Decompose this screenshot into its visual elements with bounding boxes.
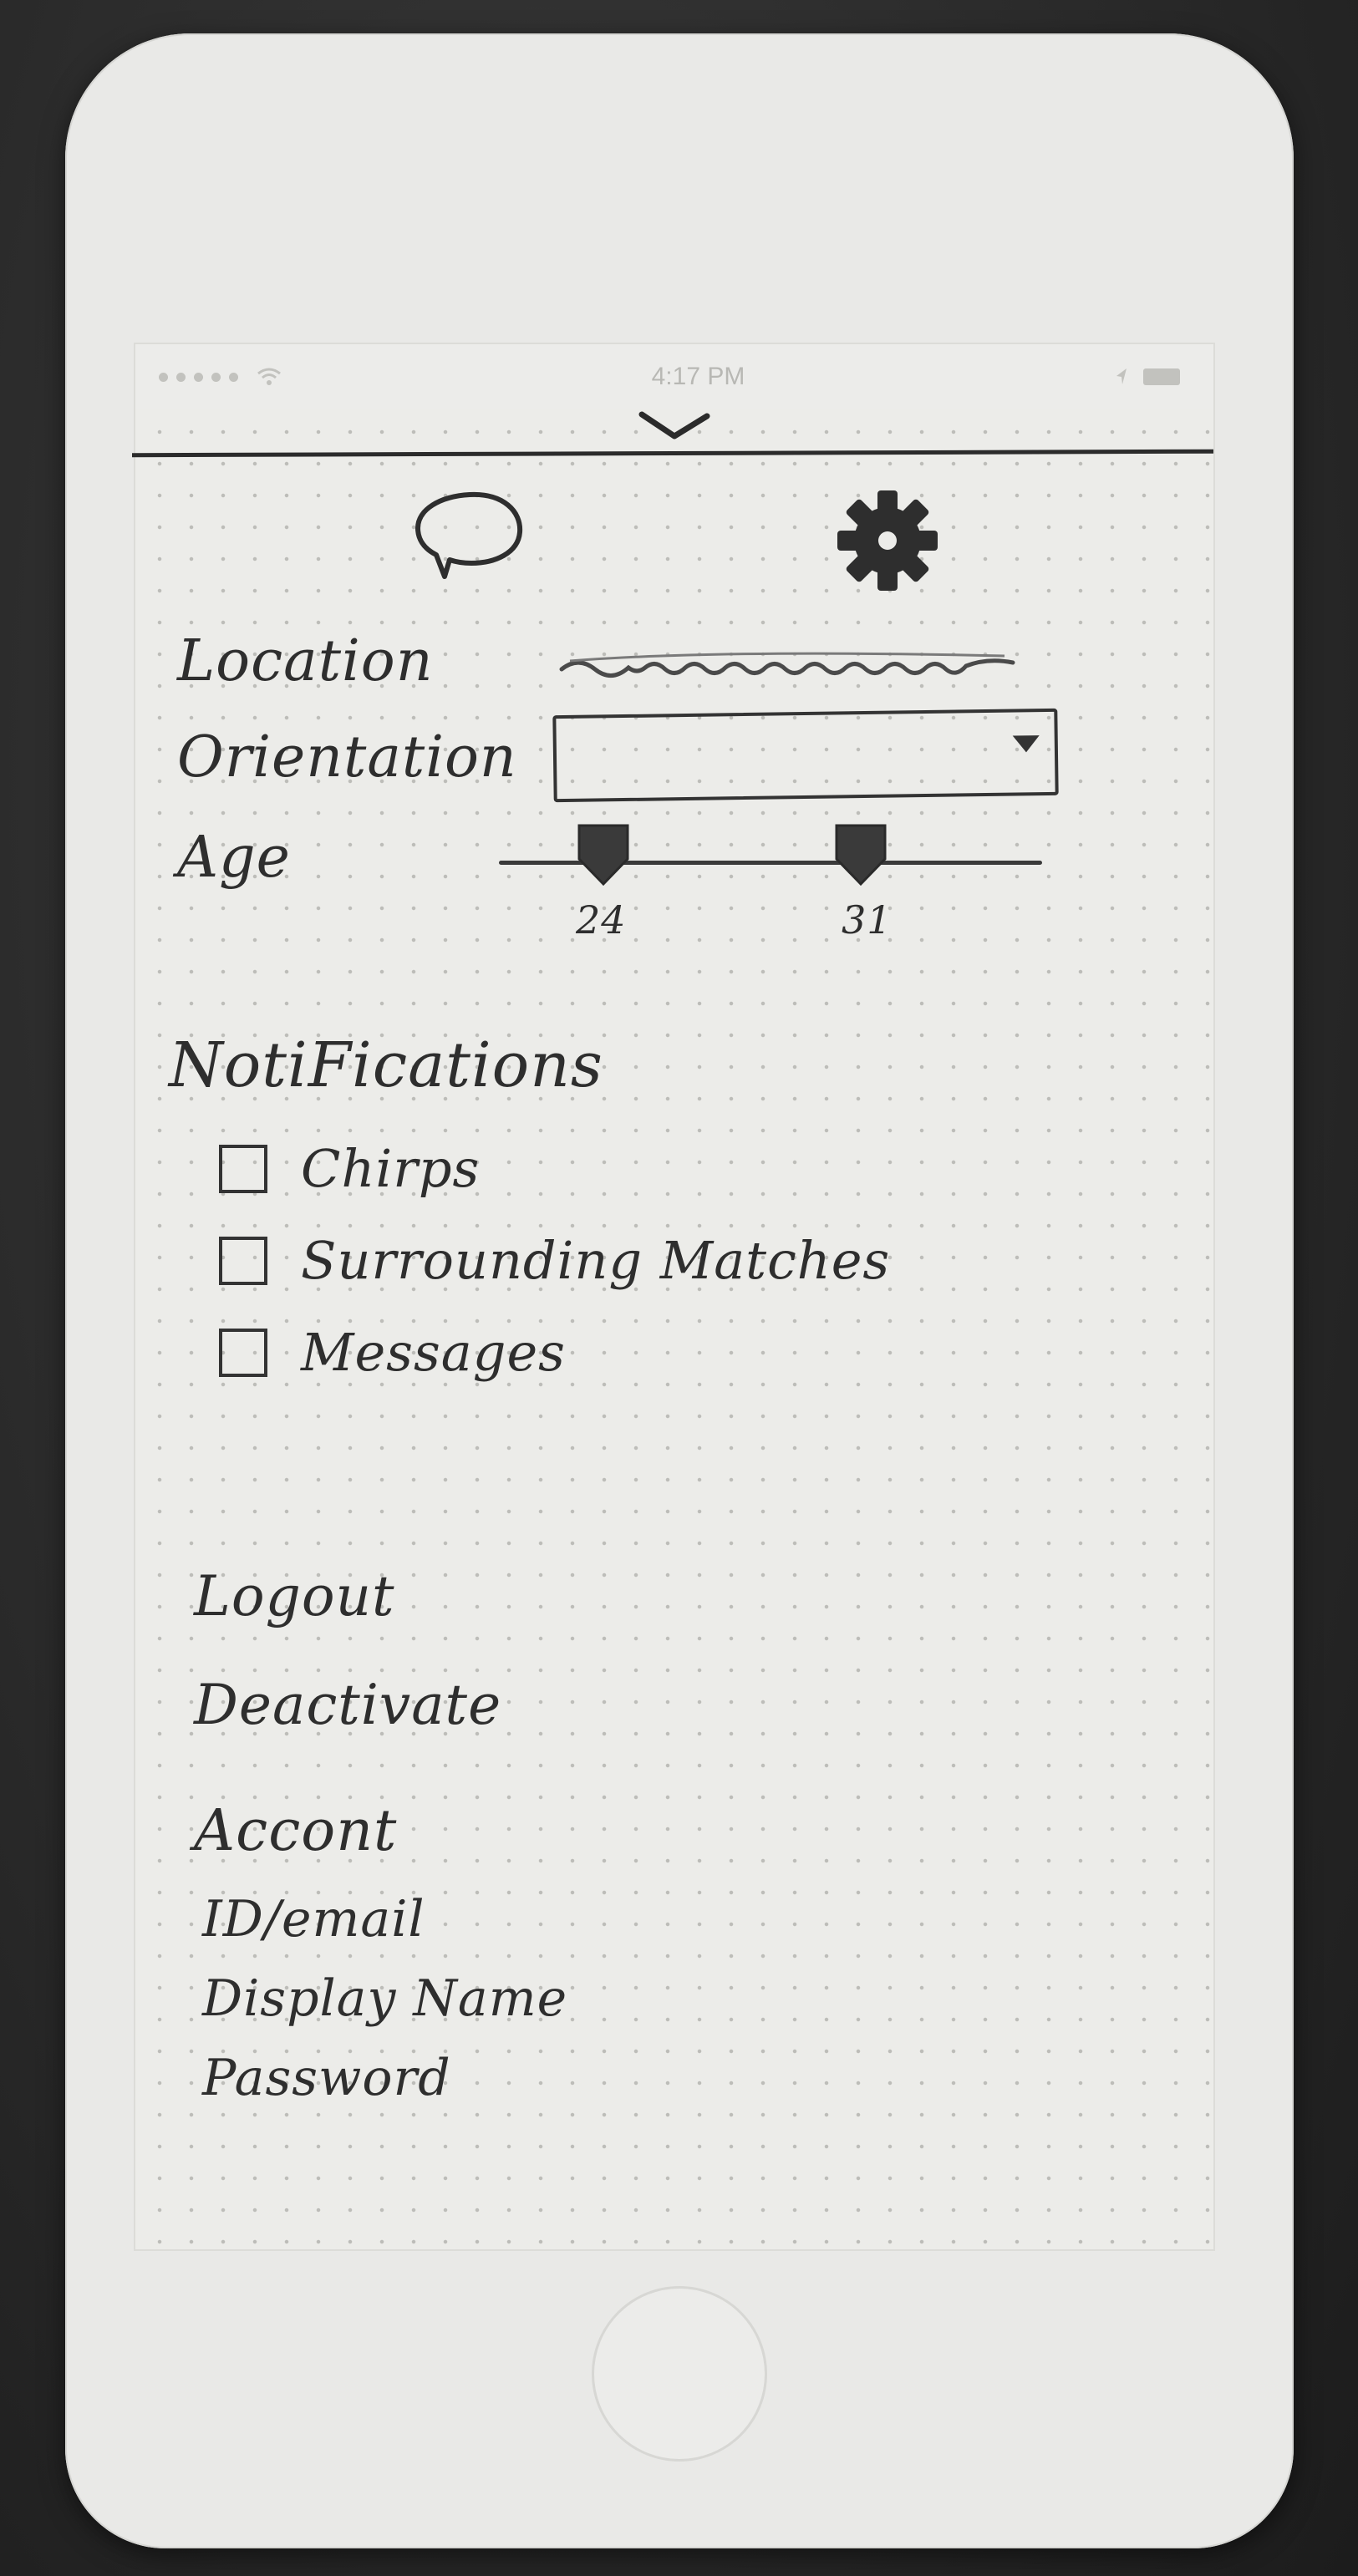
location-label: Location [177,628,434,694]
location-scribble [559,652,1015,678]
orientation-label: Orientation [177,724,517,790]
chirps-checkbox[interactable] [219,1144,267,1193]
age-min-value: 24 [576,897,627,943]
dropdown-arrow-icon[interactable] [1012,735,1040,753]
location-value [553,641,1021,691]
notification-surrounding-matches-row[interactable]: Surrounding Matches [219,1230,890,1291]
age-range-slider[interactable]: 24 31 [499,821,1042,954]
speech-bubble-icon[interactable] [411,486,528,587]
account-title: Accont [194,1798,398,1864]
age-max-thumb[interactable] [833,821,888,887]
home-button[interactable] [592,2286,767,2462]
wifi-icon [257,368,281,385]
tab-bar [135,486,1213,612]
tab-chat[interactable] [411,486,528,590]
notifications-title: NotiFications [169,1029,603,1101]
chevron-down-icon[interactable] [637,409,712,443]
age-max-value: 31 [842,897,893,943]
dismiss-chevron[interactable] [135,409,1213,460]
chirps-label: Chirps [301,1138,481,1199]
orientation-dropdown[interactable] [552,708,1059,803]
deactivate-button[interactable]: Deactivate [194,1673,502,1737]
notification-messages-row[interactable]: Messages [219,1322,566,1383]
status-bar: 4:17 PM [135,344,1213,409]
gear-icon[interactable] [829,486,946,595]
logout-button[interactable]: Logout [194,1564,395,1628]
messages-checkbox[interactable] [219,1328,267,1377]
surrounding-matches-label: Surrounding Matches [301,1230,891,1291]
notification-chirps-row[interactable]: Chirps [219,1138,480,1199]
slider-track[interactable] [499,861,1042,865]
signal-icon [159,367,282,387]
battery-icon [1142,368,1180,385]
age-min-thumb[interactable] [576,821,631,887]
status-time: 4:17 PM [651,363,745,390]
account-password[interactable]: Password [202,2049,451,2107]
messages-label: Messages [301,1322,566,1383]
surrounding-matches-checkbox[interactable] [219,1236,267,1285]
settings-screen: 4:17 PM [131,343,1215,2251]
account-id-email[interactable]: ID/email [202,1890,425,1949]
account-display-name[interactable]: Display Name [202,1969,568,2028]
tab-settings[interactable] [829,486,946,598]
location-arrow-icon [1116,368,1127,384]
age-label: Age [177,825,291,891]
